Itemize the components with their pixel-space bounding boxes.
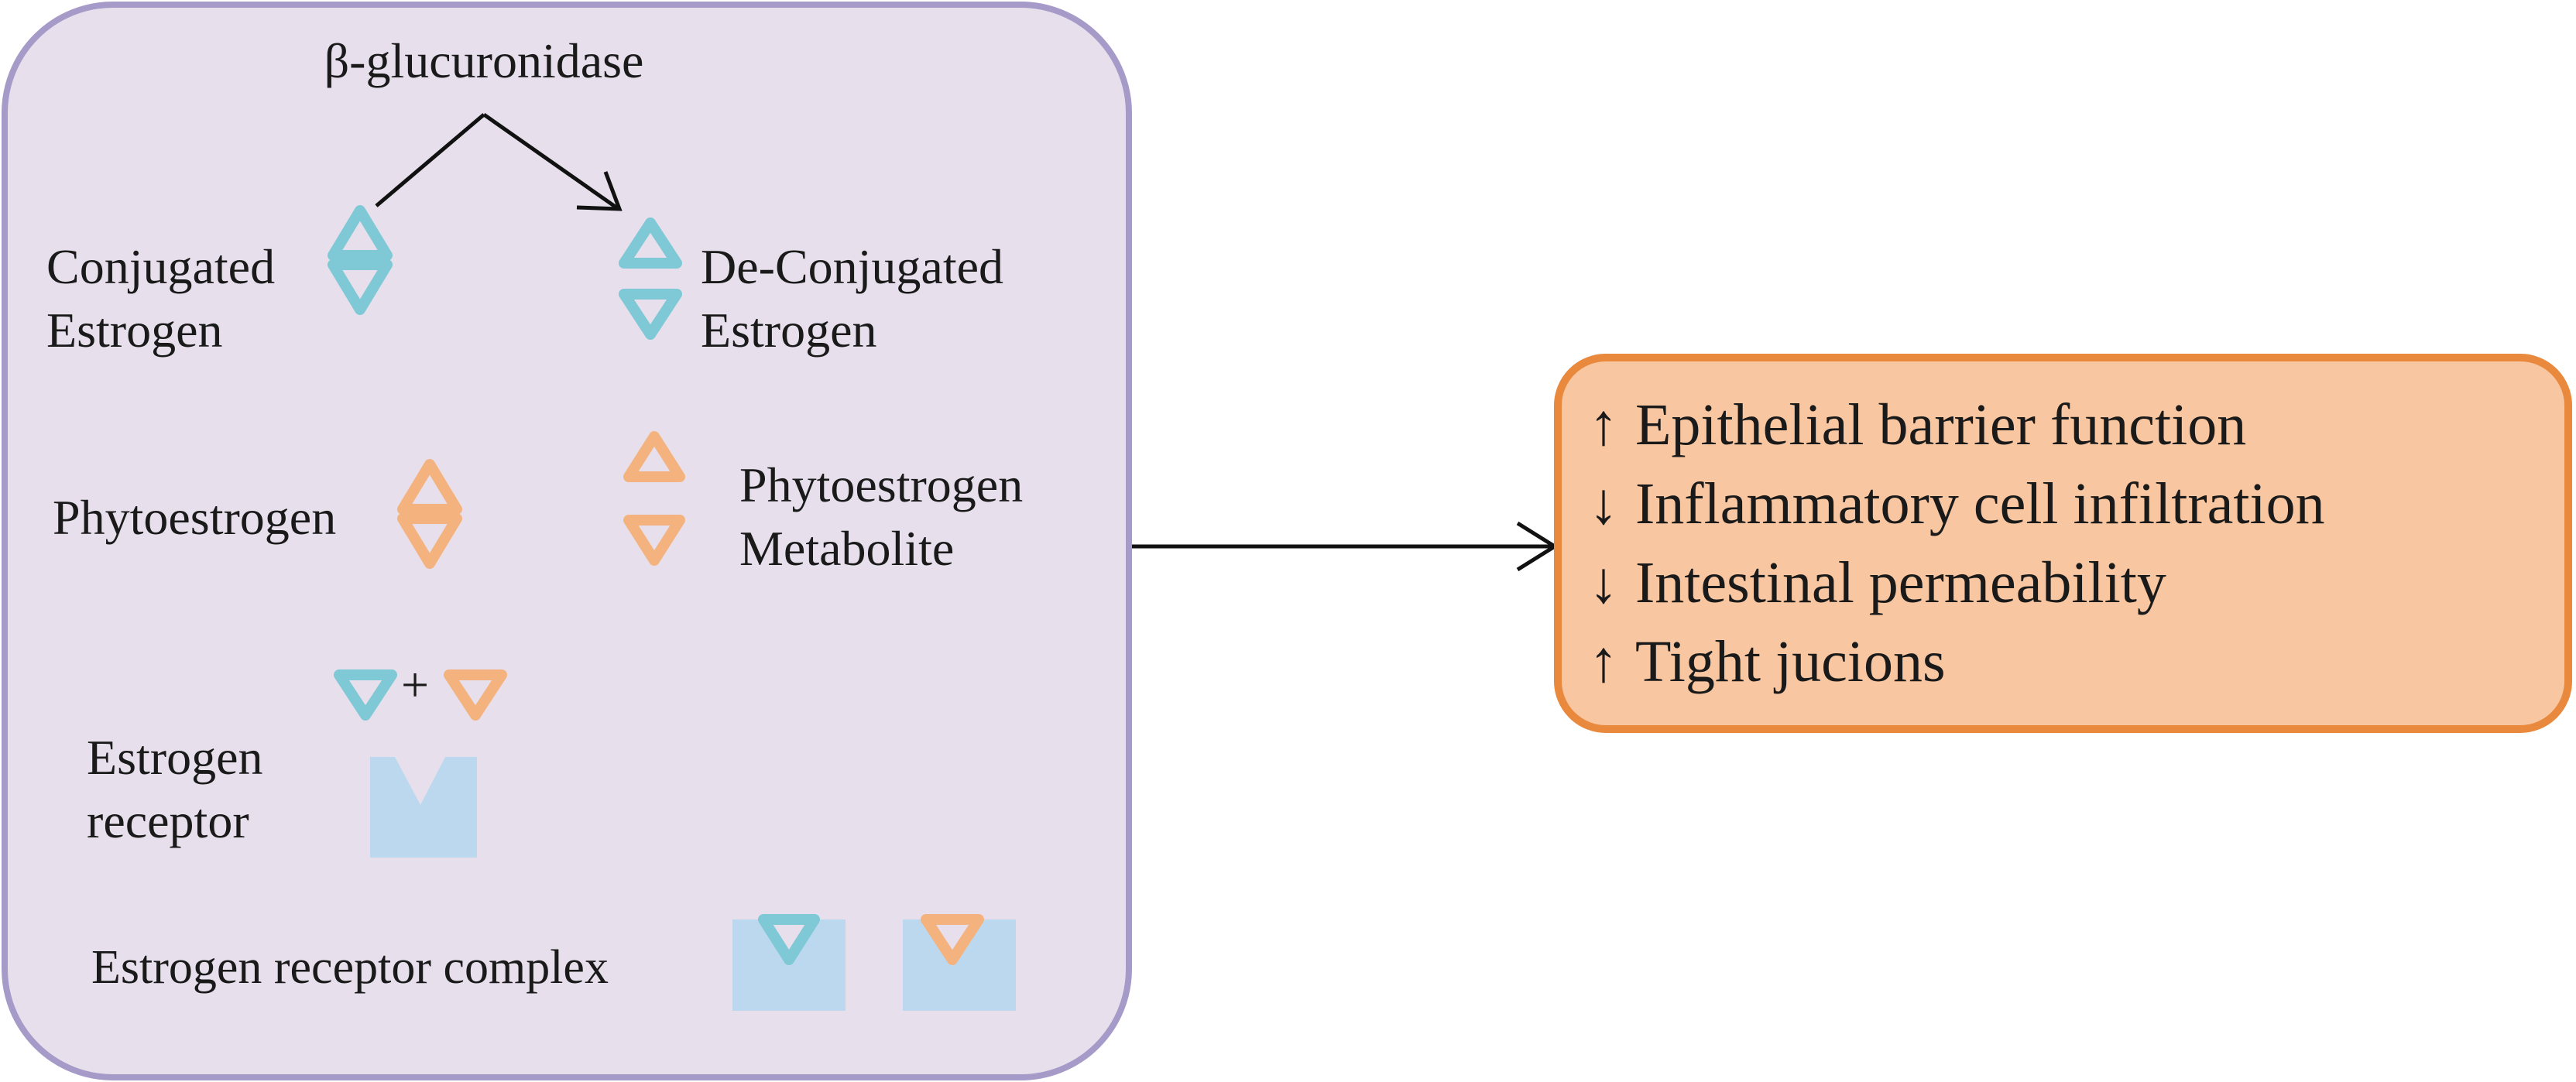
estrogen-receptor-label-line2: receptor xyxy=(87,793,249,848)
svg-text:↓Intestinal permeability: ↓ Intestinal permeability xyxy=(1589,550,2166,615)
phytoestrogen-receptor-complex-icon xyxy=(903,914,1016,1011)
svg-text:↑Epithelial barrier function: ↑ Epithelial barrier function xyxy=(1589,392,2246,457)
phytoestrogen-metabolite-label-line2: Metabolite xyxy=(739,521,954,576)
outcome-item-3: ↓ Intestinal permeability xyxy=(1589,550,2166,615)
up-arrow-icon: ↑ xyxy=(1589,629,1618,694)
outcome-item-4: ↑ Tight jucions xyxy=(1589,629,1946,694)
phytoestrogen-metabolite-label-line1: Phytoestrogen xyxy=(739,457,1023,512)
enzyme-label: β-glucuronidase xyxy=(324,33,644,88)
conjugated-estrogen-label-line1: Conjugated xyxy=(46,239,275,294)
outcome-item-2: ↓ Inflammatory cell infiltration xyxy=(1589,471,2325,536)
estrogen-receptor-label-line1: Estrogen xyxy=(87,730,263,785)
conjugated-estrogen-icon xyxy=(328,205,393,315)
outcome-text: Epithelial barrier function xyxy=(1635,392,2246,457)
outcome-text: Intestinal permeability xyxy=(1635,550,2166,615)
outcome-text: Tight jucions xyxy=(1635,629,1946,694)
deconjugated-estrogen-label-line2: Estrogen xyxy=(701,303,877,358)
binding-plus-sign: + xyxy=(401,657,429,712)
outcome-item-1: ↑ Epithelial barrier function xyxy=(1589,392,2246,457)
deconjugated-estrogen-icon xyxy=(619,217,682,340)
deconjugated-estrogen-label-line1: De-Conjugated xyxy=(701,239,1003,294)
estrogen-receptor-icon xyxy=(370,757,477,858)
phytoestrogen-label: Phytoestrogen xyxy=(53,490,336,545)
outcomes-box xyxy=(1554,354,2572,733)
phytoestrogen-metabolite-icon xyxy=(623,431,685,566)
outcome-text: Inflammatory cell infiltration xyxy=(1635,471,2325,536)
effect-arrow xyxy=(1132,521,1559,572)
svg-text:↓Inflammatory cell infiltratio: ↓ Inflammatory cell infiltration xyxy=(1589,471,2325,536)
estrogen-receptor-complex-icon xyxy=(732,914,846,1011)
up-arrow-icon: ↑ xyxy=(1589,392,1618,457)
conjugated-estrogen-label-line2: Estrogen xyxy=(46,303,223,358)
phytoestrogen-ligand-icon xyxy=(444,669,507,721)
phytoestrogen-icon xyxy=(397,459,462,569)
deconjugation-arrow xyxy=(375,112,623,211)
svg-text:↑Tight jucions: ↑ Tight jucions xyxy=(1589,629,1946,694)
down-arrow-icon: ↓ xyxy=(1589,550,1618,615)
estrogen-ligand-icon xyxy=(334,669,397,721)
receptor-complex-label: Estrogen receptor complex xyxy=(91,941,609,994)
down-arrow-icon: ↓ xyxy=(1589,471,1618,536)
mechanism-panel xyxy=(2,2,1132,1080)
